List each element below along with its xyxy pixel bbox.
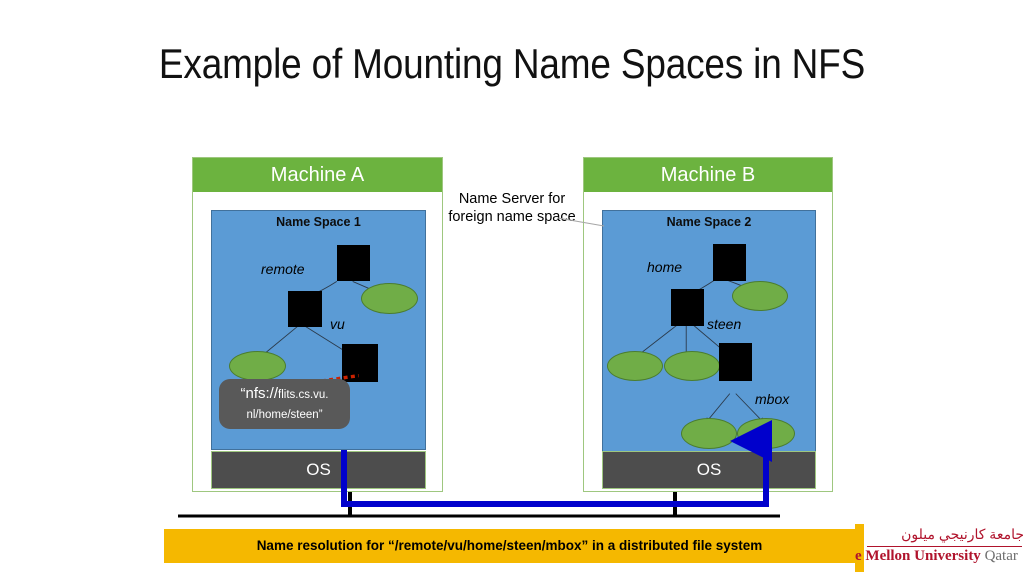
node-b-steen-dir (719, 343, 752, 381)
logo-arabic-text: جامعة كارنيجي ميلون (901, 526, 1024, 542)
page-title: Example of Mounting Name Spaces in NFS (158, 40, 866, 87)
node-b-home-leaf-2 (664, 351, 720, 381)
machine-a-box: Machine A Name Space 1 (192, 157, 443, 492)
nfs-scheme: “nfs:// (240, 385, 279, 402)
node-b-home-dir (671, 289, 704, 326)
logo-divider (867, 546, 1022, 547)
nfs-callout-line1: “nfs://flits.cs.vu. (219, 384, 350, 405)
edge-label-remote: remote (261, 261, 305, 277)
nfs-path: nl/home/steen” (246, 409, 323, 421)
nfs-host: flits.cs.vu. (278, 389, 329, 401)
machine-a-os-bar: OS (211, 451, 426, 489)
machine-b-os-bar: OS (602, 451, 816, 489)
footer-banner: Name resolution for “/remote/vu/home/ste… (164, 529, 855, 563)
machine-a-header: Machine A (193, 158, 442, 192)
machine-b-namespace-title: Name Space 2 (666, 215, 752, 229)
edge-label-home: home (647, 259, 683, 275)
logo-orange-tab (855, 524, 864, 572)
edge-label-vu: vu (330, 316, 345, 332)
node-a-root (337, 245, 370, 281)
machine-b-namespace: Name Space 2 (602, 210, 816, 478)
node-b-root-sibling-leaf (732, 281, 788, 311)
node-b-mbox-leaf (737, 418, 795, 449)
machine-b-header: Machine B (584, 158, 832, 192)
node-a-vu-mountpoint (342, 344, 378, 382)
node-b-root (713, 244, 746, 281)
logo-english-primary: e Mellon University (855, 548, 981, 564)
edge-label-mbox: mbox (755, 391, 790, 407)
node-a-remote-dir (288, 291, 322, 327)
machine-a-namespace-title: Name Space 1 (276, 215, 361, 229)
node-a-left-leaf (229, 351, 286, 381)
cmu-qatar-logo: جامعة كارنيجي ميلون e Mellon University … (855, 524, 1024, 572)
edge-label-steen: steen (707, 316, 742, 332)
nfs-url-callout: “nfs://flits.cs.vu. nl/home/steen” (219, 379, 350, 429)
machine-b-box: Machine B Name Space 2 (583, 157, 833, 492)
node-b-steen-leaf-1 (681, 418, 737, 449)
logo-english-text: e Mellon University Qatar (855, 548, 1024, 565)
logo-english-secondary: Qatar (984, 548, 1018, 564)
node-b-home-leaf-1 (607, 351, 663, 381)
name-server-annotation: Name Server for foreign name space (448, 191, 576, 225)
node-a-sibling-leaf (361, 283, 418, 314)
